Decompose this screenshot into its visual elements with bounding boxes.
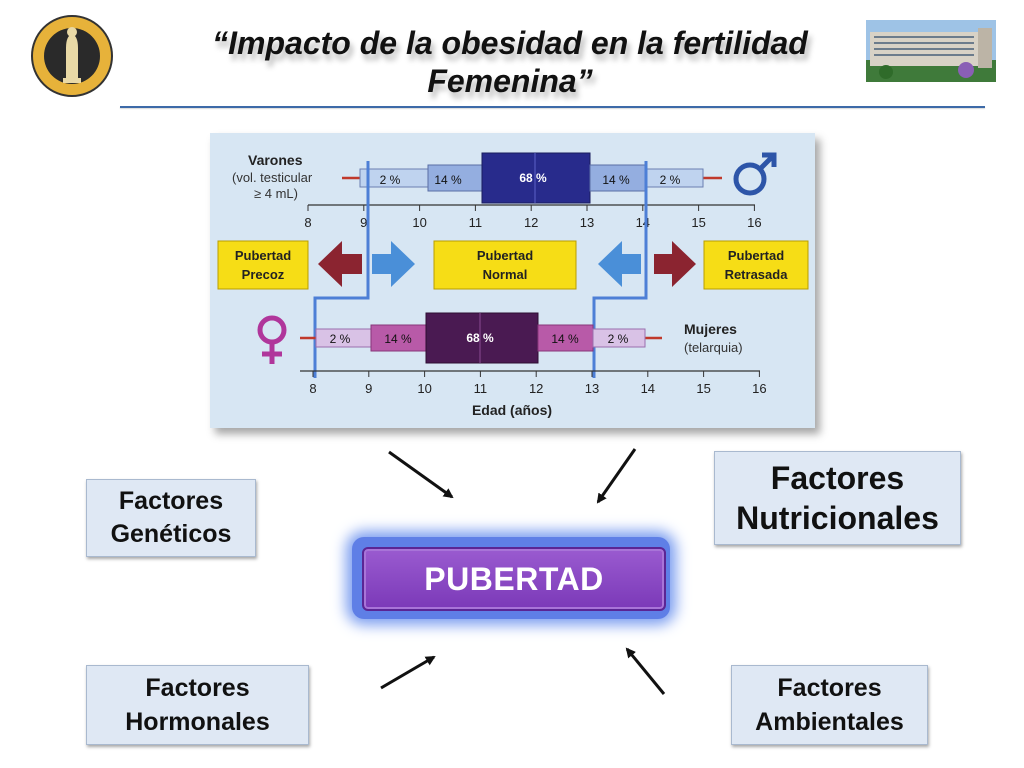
female-symbol-icon — [257, 315, 287, 364]
females-sub1: (telarquia) — [684, 340, 743, 355]
normal-line1: Pubertad — [477, 248, 533, 263]
female-tick-label: 8 — [309, 381, 316, 396]
factor-line: Nutricionales — [736, 500, 939, 536]
arrow-from-ambientales — [625, 647, 666, 695]
blue-arrow-left — [598, 241, 641, 287]
male-tick-label: 12 — [524, 215, 538, 230]
male-seg-label: 2 % — [380, 173, 401, 187]
blue-arrow-right — [372, 241, 415, 287]
male-tick-label: 11 — [469, 215, 483, 230]
red-arrow-left — [318, 241, 362, 287]
female-seg-label: 2 % — [608, 332, 629, 346]
male-seg-label: 2 % — [660, 173, 681, 187]
page-title: “Impacto de la obesidad en la fertilidad… — [212, 25, 808, 99]
factor-line: Factores — [770, 460, 905, 496]
factor-box-hormonales: Factores Hormonales — [86, 665, 309, 745]
precoz-line2: Precoz — [242, 267, 285, 282]
normal-line2: Normal — [483, 267, 528, 282]
male-seg-label: 68 % — [519, 171, 547, 185]
factor-line: Ambientales — [755, 708, 904, 736]
female-seg-68 — [425, 312, 539, 364]
precoz-box — [217, 240, 309, 290]
male-seg-14a — [427, 164, 483, 192]
pubertad-label: PUBERTAD — [424, 560, 604, 597]
retrasada-line1: Pubertad — [728, 248, 784, 263]
arrow-from-figure-right — [596, 448, 637, 504]
female-tick-label: 11 — [474, 381, 488, 396]
female-seg-label: 14 % — [551, 332, 579, 346]
female-tick-label: 12 — [529, 381, 543, 396]
pubertad-box: PUBERTAD — [362, 547, 666, 611]
puberty-timing-figure: Varones (vol. testicular ≥ 4 mL) 2 % 14 … — [210, 133, 815, 428]
academy-seal-icon — [31, 15, 113, 97]
arrow-from-figure-left — [388, 450, 454, 499]
females-label: Mujeres — [684, 321, 737, 337]
factor-line: Hormonales — [125, 708, 270, 736]
x-axis-label: Edad (años) — [472, 402, 552, 418]
factor-line: Factores — [145, 674, 250, 702]
female-seg-label: 14 % — [384, 332, 412, 346]
building-photo — [866, 20, 996, 82]
retrasada-box — [703, 240, 809, 290]
female-seg-label: 68 % — [466, 331, 494, 345]
factor-line: Factores — [777, 674, 882, 702]
female-tick-label: 9 — [365, 381, 372, 396]
female-seg-label: 2 % — [330, 332, 351, 346]
factor-box-nutricionales: Factores Nutricionales — [714, 451, 961, 545]
factor-line: Genéticos — [110, 520, 232, 548]
factor-box-ambientales: Factores Ambientales — [731, 665, 928, 745]
male-tick-label: 9 — [360, 215, 367, 230]
female-tick-label: 10 — [417, 381, 431, 396]
male-seg-label: 14 % — [434, 173, 462, 187]
males-sub1: (vol. testicular — [232, 170, 313, 185]
male-tick-label: 10 — [412, 215, 426, 230]
female-tick-group: 8 9 10 11 12 13 14 15 16 — [309, 371, 767, 396]
female-tick-label: 15 — [696, 381, 710, 396]
female-tick-label: 14 — [641, 381, 655, 396]
factor-box-geneticos: Factores Genéticos — [86, 479, 256, 557]
female-seg-2b — [592, 328, 646, 348]
male-tick-label: 15 — [691, 215, 705, 230]
factor-line: Factores — [118, 487, 224, 515]
red-arrow-right — [654, 241, 696, 287]
arrow-from-hormonales — [380, 655, 436, 690]
males-label: Varones — [248, 152, 303, 168]
male-tick-label: 8 — [304, 215, 311, 230]
normal-box — [433, 240, 577, 290]
male-seg-label: 14 % — [602, 173, 630, 187]
male-tick-label: 13 — [580, 215, 594, 230]
female-tick-label: 16 — [752, 381, 766, 396]
male-symbol-icon — [733, 152, 777, 196]
female-seg-14a — [370, 324, 427, 352]
male-tick-label: 16 — [747, 215, 761, 230]
precoz-line1: Pubertad — [235, 248, 291, 263]
male-seg-14b — [589, 164, 647, 192]
retrasada-line2: Retrasada — [725, 267, 789, 282]
title-divider — [120, 106, 985, 108]
males-sub2: ≥ 4 mL) — [254, 186, 298, 201]
female-tick-label: 13 — [585, 381, 599, 396]
